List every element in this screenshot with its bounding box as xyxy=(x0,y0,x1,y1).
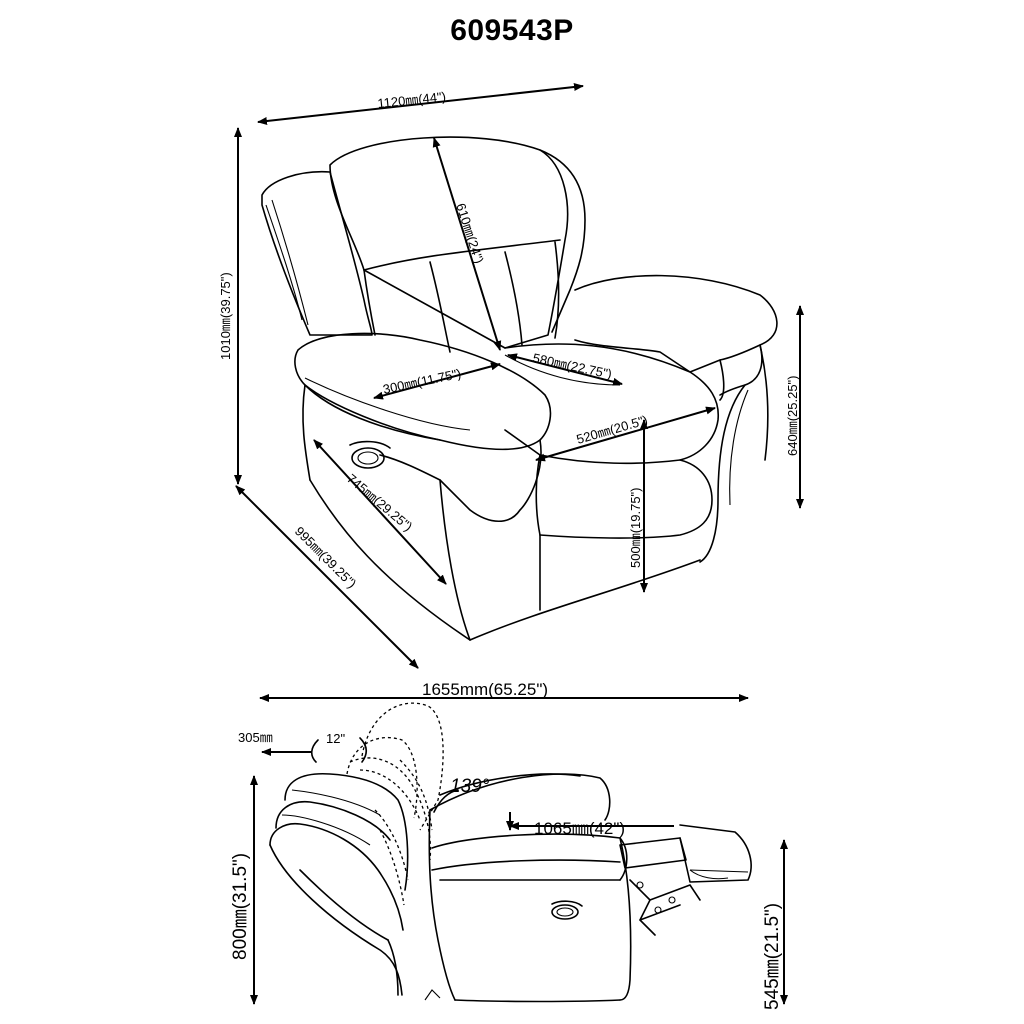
wall-clearance-in-label: 12" xyxy=(326,731,345,746)
seat-width-label: 580㎜(22.75") xyxy=(531,350,613,381)
side-view-recliner xyxy=(269,702,752,1003)
depth-label: 995㎜(39.25") xyxy=(292,524,360,592)
model-number: 609543P xyxy=(450,14,574,47)
side-view-labels: 305㎜ 12" 139° 1065㎜(42") 800㎜(31.5") 545… xyxy=(230,730,783,1010)
footrest-height-label: 545㎜(21.5") xyxy=(762,903,783,1010)
seat-depth-label: 520㎜(20.5") xyxy=(575,412,650,447)
footrest-length-label: 1065㎜(42") xyxy=(534,819,625,838)
seat-height-label: 500㎜(19.75") xyxy=(628,488,643,569)
side-depth-label: 745㎜(29.25") xyxy=(344,471,415,534)
front-view-dimensions xyxy=(234,83,804,702)
wall-clearance-mm-label: 305㎜ xyxy=(238,730,273,745)
reclined-height-label: 800㎜(31.5") xyxy=(230,853,251,960)
recline-angle-label: 139° xyxy=(450,776,490,797)
arm-height-label: 640㎜(25.25") xyxy=(785,376,800,457)
back-height-label: 610㎜(24") xyxy=(453,201,487,265)
side-view-dimensions xyxy=(250,737,788,1005)
arm-width-label: 300㎜(11.75") xyxy=(382,366,463,397)
width-label: 1120㎜(44") xyxy=(377,89,447,111)
height-label: 1010㎜(39.75") xyxy=(218,272,233,360)
reclined-length-label: 1655mm(65.25") xyxy=(422,680,548,699)
